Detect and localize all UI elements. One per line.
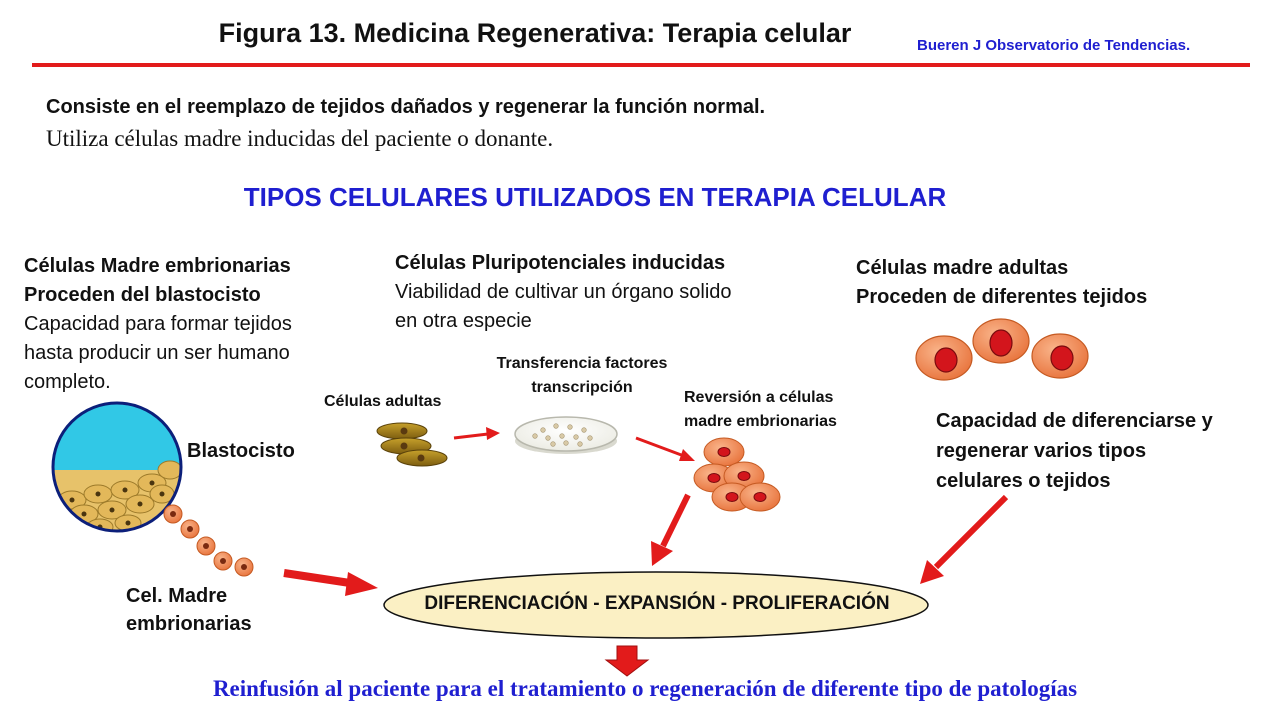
arrow-embryonic-to-process [283,569,378,596]
adult-cells-label: Células adultas [324,393,442,410]
adult-stem-cells-illustration [915,318,1089,381]
embryonic-desc-2: hasta producir un ser humano [24,342,290,364]
embryonic-desc-1: Capacidad para formar tejidos [24,313,292,335]
title-divider [32,63,1250,67]
embryonic-cells-label-2: embrionarias [126,613,252,635]
transfer-label: Transferencia factores transcripción [484,352,680,400]
intro-line-2: Utiliza células madre inducidas del paci… [46,126,554,151]
embryonic-cells-label-1: Cel. Madre [126,585,228,607]
embryonic-cells [163,504,254,577]
petri-dish-illustration [514,416,618,454]
arrow-adult-to-process [920,494,1009,584]
process-ellipse [383,571,929,639]
reversion-label-1: Reversión a células [684,389,834,406]
blastocyst-illustration [51,401,183,533]
embryonic-column: Células Madre embrionarias Proceden del … [24,252,354,397]
arrow-ips-to-process [651,493,691,566]
transfer-label-2: transcripción [531,379,633,396]
adult-capacity-3: celulares o tejidos [936,470,1111,492]
transfer-label-1: Transferencia factores [496,355,668,372]
arrow-dish-to-cells [635,436,695,461]
ips-title: Células Pluripotenciales inducidas [395,252,726,274]
embryonic-title: Células Madre embrionarias [24,255,291,277]
adult-title: Células madre adultas [856,257,1069,279]
section-heading: TIPOS CELULARES UTILIZADOS EN TERAPIA CE… [243,182,947,212]
intro-line-1: Consiste en el reemplazo de tejidos daña… [46,96,766,118]
page-title: Figura 13. Medicina Regenerativa: Terapi… [218,18,852,48]
ips-column: Células Pluripotenciales inducidas Viabi… [395,249,815,336]
arrow-adult-to-dish [453,427,500,440]
reverted-cells-illustration [693,437,781,512]
process-label: DIFERENCIACIÓN - EXPANSIÓN - PROLIFERACI… [424,593,890,614]
adult-capacity-2: regenerar varios tipos [936,440,1147,462]
adult-column: Células madre adultas Proceden de difere… [856,254,1216,312]
reversion-label: Reversión a células madre embrionarias [684,386,837,434]
embryonic-origin: Proceden del blastocisto [24,284,261,306]
embryonic-desc-3: completo. [24,371,111,393]
footer-conclusion: Reinfusión al paciente para el tratamien… [212,676,1078,701]
down-arrow [604,645,650,677]
ips-desc-1: Viabilidad de cultivar un órgano solido [395,281,732,303]
reversion-label-2: madre embrionarias [684,413,837,430]
adult-cells-illustration [376,422,448,467]
adult-capacity-1: Capacidad de diferenciarse y [936,410,1213,432]
embryonic-cells-label: Cel. Madre embrionarias [126,582,252,638]
adult-origin: Proceden de diferentes tejidos [856,286,1148,308]
ips-desc-2: en otra especie [395,310,532,332]
adult-capacity-label: Capacidad de diferenciarse y regenerar v… [936,406,1213,496]
blastocyst-label: Blastocisto [187,440,295,462]
author-credit: Bueren J Observatorio de Tendencias. [917,37,1191,54]
